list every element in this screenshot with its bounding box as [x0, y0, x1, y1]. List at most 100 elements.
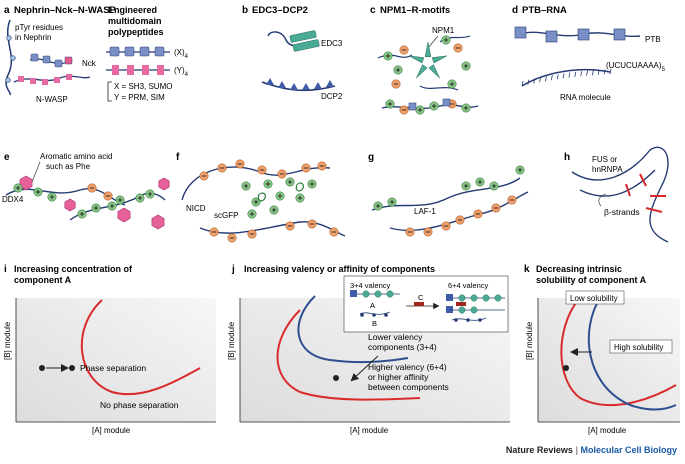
higher-valency-3: between components: [368, 382, 449, 392]
inset-block: [446, 294, 453, 301]
positive-charge: [107, 201, 117, 211]
ptyr-label-2: in Nephrin: [15, 33, 51, 42]
positive-charge: [441, 35, 451, 45]
inset-64-label: 6+4 valency: [448, 281, 488, 290]
y-axis-label-j: [B] module: [227, 321, 236, 360]
aromatic-hexagon: [151, 214, 165, 230]
ptb-label: PTB: [645, 35, 661, 44]
aromatic-hexagon: [64, 198, 76, 212]
panel-a-title: Nephrin–Nck–N-WASP: [14, 5, 117, 16]
aromatic-label-1: Aromatic amino acid: [40, 152, 112, 161]
rna-base: [521, 80, 524, 87]
high-solubility-label: High solubility: [614, 343, 663, 352]
x-axis-label-k: [A] module: [588, 426, 627, 435]
beta-strands: [625, 173, 666, 213]
inset-domain: [362, 290, 370, 298]
npm1-pointer: [427, 35, 439, 49]
positive-charge: [13, 183, 23, 193]
aromatic-hexagon: [117, 207, 131, 223]
nwasp-domain: [18, 76, 24, 82]
dcp2-motif: [314, 82, 322, 89]
panel-j-title: Increasing valency or affinity of compon…: [244, 264, 435, 274]
positive-charge: [47, 192, 57, 202]
c-charges: [383, 35, 471, 89]
panel-k: k Decreasing intrinsic solubility of com…: [524, 264, 680, 435]
panel-j: j Increasing valency or affinity of comp…: [227, 264, 510, 435]
inset-a: A: [370, 301, 375, 310]
panel-i: i Increasing concentration of component …: [3, 264, 216, 435]
panel-letter-i: i: [4, 264, 7, 275]
panel-d-title: PTB–RNA: [522, 5, 567, 16]
inset-domain: [458, 306, 466, 314]
nwasp-domain: [66, 74, 72, 80]
positive-charge: [247, 209, 257, 219]
inset-34-label: 3+4 valency: [350, 281, 390, 290]
inset-b-chain: [359, 311, 391, 315]
higher-valency-1: Higher valency (6+4): [368, 362, 447, 372]
inset-domain: [482, 294, 490, 302]
panel-a: a Nephrin–Nck–N-WASP pTyr residues in Ne…: [4, 5, 117, 104]
inset-b-domain: [384, 313, 388, 317]
negative-charge: [317, 161, 327, 171]
negative-charge: [235, 159, 245, 169]
positive-charge: [263, 179, 273, 189]
phase-boundary-i: [80, 299, 201, 396]
inset-domain: [386, 290, 394, 298]
c-motif-block: [442, 98, 451, 107]
state-point: [39, 365, 45, 371]
nck-label: Nck: [82, 59, 97, 68]
panel-letter-e: e: [4, 152, 10, 163]
panel-k-title-1: Decreasing intrinsic: [536, 264, 622, 274]
c-bottom-motifs: [385, 98, 471, 115]
nwasp-domain: [54, 77, 60, 83]
panel-letter-h: h: [564, 152, 570, 163]
positive-charge: [415, 105, 425, 115]
nck-domain: [42, 55, 51, 64]
negative-charge: [103, 191, 113, 201]
panel-c-title: NPM1–R-motifs: [380, 5, 450, 16]
fus-label-1: FUS or: [592, 155, 618, 164]
ptb-domain: [545, 30, 558, 43]
laf1-label: LAF-1: [414, 207, 436, 216]
positive-charge: [383, 51, 393, 61]
beta-pointer: [598, 193, 607, 207]
negative-charge: [441, 221, 451, 231]
state-point: [69, 365, 75, 371]
y-axis-label-k: [B] module: [525, 321, 534, 360]
phase-boundary-low: [297, 295, 409, 364]
inset-domain: [374, 290, 382, 298]
positive-charge: [475, 177, 485, 187]
positive-charge: [515, 165, 525, 175]
higher-valency-2: or higher affinity: [368, 372, 429, 382]
y4-label: (Y)4: [174, 66, 189, 78]
positive-charge: [269, 205, 279, 215]
negative-charge: [277, 169, 287, 179]
phase-separation-label: Phase separation: [80, 363, 146, 373]
fus-chain-1: [571, 146, 669, 243]
inset-c: C: [418, 293, 424, 302]
engineered-title-1: Engineered: [108, 5, 157, 15]
rna-sequence: (UCUCUAAAA)5: [606, 61, 666, 73]
negative-charge: [423, 227, 433, 237]
positive-charge: [461, 181, 471, 191]
edc3-domain: [292, 39, 320, 52]
panel-letter-f: f: [176, 152, 180, 163]
rna-base: [592, 70, 594, 76]
aromatic-label-2: such as Phe: [46, 162, 91, 171]
dcp2-label: DCP2: [321, 92, 343, 101]
dcp2-motif: [302, 83, 310, 90]
panel-letter-j: j: [231, 264, 235, 275]
rna-base: [568, 72, 571, 78]
negative-charge: [391, 79, 401, 89]
positive-charge: [135, 193, 145, 203]
negative-charge: [247, 229, 257, 239]
positive-charge: [387, 197, 397, 207]
panel-engineered: Engineered multidomain polypeptides (X)4…: [106, 5, 189, 102]
x-definition: X = SH3, SUMO: [114, 82, 172, 91]
panel-h: h FUS or hnRNPA β-strands: [564, 146, 669, 243]
arrow-j: [350, 355, 379, 382]
inset-domain: [470, 294, 478, 302]
inset-b-domain: [360, 313, 364, 317]
positive-charge: [241, 181, 251, 191]
